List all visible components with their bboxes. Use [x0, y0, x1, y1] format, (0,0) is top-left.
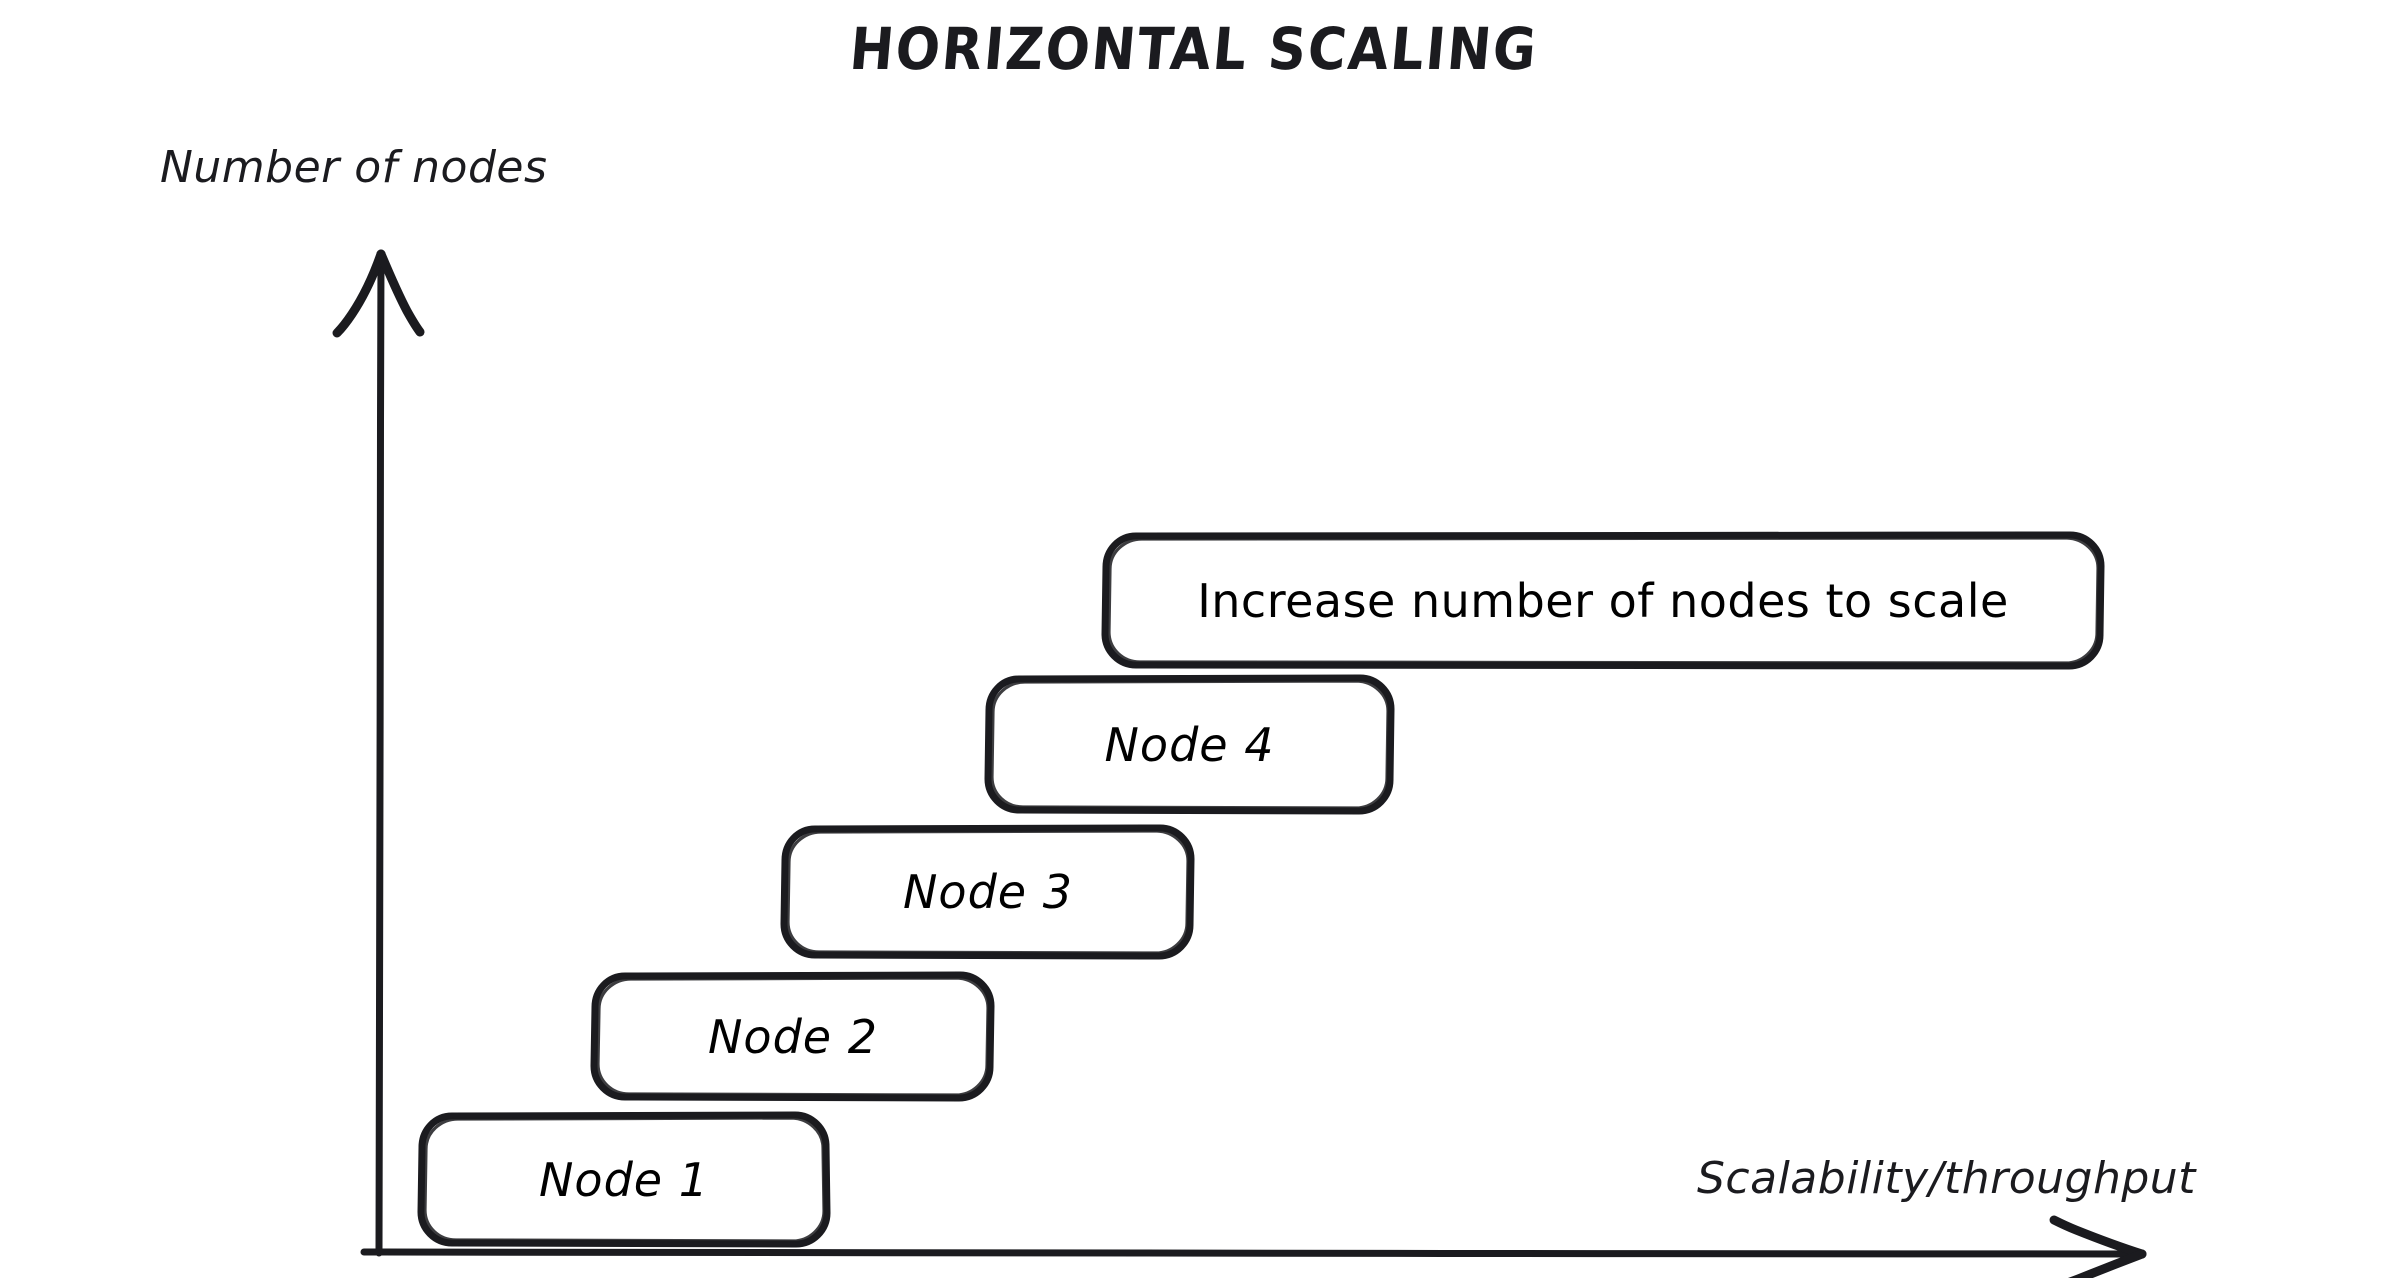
node-box-4-label: Node 4	[1104, 717, 1275, 772]
node-box-1-outline	[417, 1111, 831, 1248]
x-axis	[360, 1215, 2147, 1278]
node-box-1-label: Node 1	[539, 1152, 709, 1207]
callout-box[interactable]: Increase number of nodes to scale	[1105, 535, 2101, 666]
node-box-4[interactable]: Node 4	[988, 678, 1391, 811]
x-axis-label: Scalability/throughput	[1697, 1153, 2196, 1204]
node-box-2-outline	[590, 971, 995, 1102]
page-title: HORIZONTAL SCALING	[847, 15, 1541, 83]
node-box-3-outline	[780, 824, 1195, 960]
node-box-2[interactable]: Node 2	[595, 975, 991, 1098]
callout-label: Increase number of nodes to scale	[1197, 573, 2009, 628]
node-box-3-label: Node 3	[903, 865, 1073, 919]
callout-box-outline	[1101, 531, 2105, 670]
y-axis-label: Number of nodes	[160, 142, 548, 193]
y-axis	[332, 249, 425, 1257]
node-box-4-outline	[984, 674, 1395, 815]
node-box-1[interactable]: Node 1	[422, 1115, 826, 1244]
node-box-3[interactable]: Node 3	[785, 828, 1191, 956]
node-box-2-label: Node 2	[708, 1009, 878, 1064]
